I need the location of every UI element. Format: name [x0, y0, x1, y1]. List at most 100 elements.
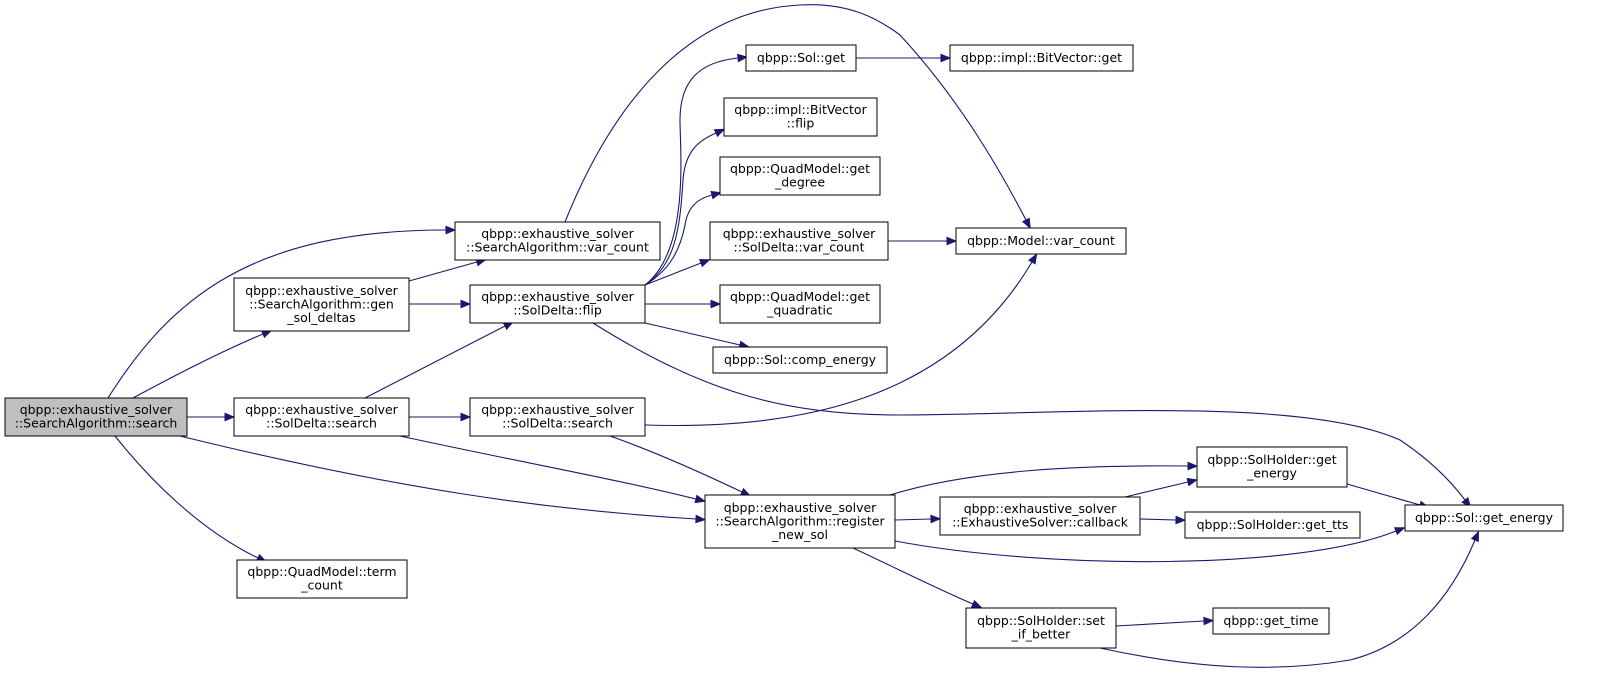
node-sa-var-count[interactable]: qbpp::exhaustive_solver::SearchAlgorithm…	[454, 221, 661, 261]
edge-line	[644, 261, 1033, 427]
node-set-if-better[interactable]: qbpp::SolHolder::set_if_better	[965, 607, 1117, 649]
edge-register_new_sol-to-callback	[894, 514, 942, 524]
node-box[interactable]	[469, 284, 646, 324]
node-label-line: _energy	[1246, 466, 1297, 481]
node-box[interactable]	[719, 156, 881, 196]
node-get-quadratic[interactable]: qbpp::QuadModel::get_quadratic	[719, 284, 881, 324]
node-label-line: qbpp::SolHolder::set	[977, 613, 1105, 628]
node-box[interactable]	[965, 607, 1117, 649]
edge-arrowhead	[1028, 253, 1038, 265]
node-label-line: _new_sol	[771, 527, 828, 542]
node-box[interactable]	[709, 221, 889, 261]
node-label-line: qbpp::Sol::get_energy	[1415, 510, 1554, 525]
edge-sa_var_count-to-model_var_count	[564, 4, 1031, 230]
edge-line	[1124, 481, 1189, 498]
edge-line	[644, 194, 713, 286]
node-callback[interactable]: qbpp::exhaustive_solver::ExhaustiveSolve…	[939, 496, 1141, 536]
node-box[interactable]	[719, 284, 881, 324]
node-soldelta-var-count[interactable]: qbpp::exhaustive_solver::SolDelta::var_c…	[709, 221, 889, 261]
node-box[interactable]	[1404, 504, 1564, 532]
node-comp-energy[interactable]: qbpp::Sol::comp_energy	[712, 346, 888, 374]
node-label-line: qbpp::exhaustive_solver	[964, 501, 1117, 516]
node-box[interactable]	[745, 44, 857, 72]
node-sol-get-energy[interactable]: qbpp::Sol::get_energy	[1404, 504, 1564, 532]
edge-line	[889, 465, 1189, 496]
edge-soldelta_flip-to-get_quadratic	[645, 299, 722, 309]
node-box[interactable]	[233, 277, 410, 332]
edge-arrowhead	[710, 190, 722, 200]
node-soldelta-flip[interactable]: qbpp::exhaustive_solver::SolDelta::flip	[469, 284, 646, 324]
edge-arrowhead	[1186, 477, 1199, 487]
node-label-line: ::flip	[787, 116, 815, 131]
node-label-line: _degree	[774, 175, 825, 190]
node-model-var-count[interactable]: qbpp::Model::var_count	[955, 227, 1127, 255]
edge-gen_sol_deltas-to-sa_var_count	[408, 257, 487, 282]
edge-soldelta_flip-to-soldelta_var_count	[644, 259, 711, 286]
node-label-line: qbpp::Sol::get	[757, 50, 845, 65]
node-box[interactable]	[723, 97, 878, 137]
node-soldelta-search-a[interactable]: qbpp::exhaustive_solver::SolDelta::searc…	[233, 397, 410, 437]
node-box[interactable]	[1212, 607, 1330, 635]
edge-arrowhead	[460, 299, 472, 309]
node-search-root[interactable]: qbpp::exhaustive_solver::SearchAlgorithm…	[4, 397, 188, 437]
node-bitvector-get[interactable]: qbpp::impl::BitVector::get	[949, 44, 1134, 72]
node-sol-get[interactable]: qbpp::Sol::get	[745, 44, 857, 72]
node-label-line: qbpp::SolHolder::get_tts	[1197, 517, 1349, 532]
edge-search_root-to-register_new_sol	[179, 435, 707, 524]
node-get-degree[interactable]: qbpp::QuadModel::get_degree	[719, 156, 881, 196]
edge-line	[592, 322, 1466, 501]
node-gen-sol-deltas[interactable]: qbpp::exhaustive_solver::SearchAlgorithm…	[233, 277, 410, 332]
node-label-line: qbpp::get_time	[1223, 613, 1318, 628]
edge-soldelta_search_b-to-model_var_count	[644, 253, 1038, 427]
nodes-layer: qbpp::exhaustive_solver::SearchAlgorithm…	[4, 44, 1564, 649]
node-label-line: qbpp::SolHolder::get	[1207, 452, 1336, 467]
edge-arrowhead	[460, 412, 472, 422]
node-box[interactable]	[1184, 511, 1361, 539]
node-soldelta-search-b[interactable]: qbpp::exhaustive_solver::SolDelta::searc…	[469, 397, 646, 437]
edge-set_if_better-to-sol_get_energy	[1099, 530, 1480, 668]
edges-layer	[107, 4, 1480, 668]
edge-line	[408, 261, 478, 282]
node-get-tts[interactable]: qbpp::SolHolder::get_tts	[1184, 511, 1361, 539]
node-get-time[interactable]: qbpp::get_time	[1212, 607, 1330, 635]
node-box[interactable]	[454, 221, 661, 261]
node-box[interactable]	[939, 496, 1141, 536]
edge-arrowhead	[1203, 616, 1215, 626]
node-label-line: qbpp::exhaustive_solver	[481, 226, 634, 241]
node-label-line: qbpp::exhaustive_solver	[20, 402, 173, 417]
edge-soldelta_search_a-to-soldelta_flip	[364, 321, 515, 399]
node-label-line: qbpp::impl::BitVector	[734, 102, 867, 117]
node-box[interactable]	[236, 559, 408, 599]
node-box[interactable]	[704, 494, 896, 549]
node-label-line: ::SearchAlgorithm::gen	[249, 296, 394, 311]
node-label-line: qbpp::exhaustive_solver	[481, 289, 634, 304]
node-box[interactable]	[1196, 446, 1348, 488]
node-label-line: qbpp::exhaustive_solver	[723, 226, 876, 241]
edge-arrowhead	[970, 599, 983, 609]
edge-line	[179, 435, 697, 520]
node-bitvector-flip[interactable]: qbpp::impl::BitVector::flip	[723, 97, 878, 137]
node-box[interactable]	[4, 397, 188, 437]
node-box[interactable]	[949, 44, 1134, 72]
node-label-line: ::SearchAlgorithm::search	[15, 416, 178, 431]
edge-line	[1099, 539, 1476, 668]
node-label-line: qbpp::Sol::comp_energy	[724, 352, 877, 367]
edge-arrowhead	[946, 236, 958, 246]
node-box[interactable]	[955, 227, 1127, 255]
edge-arrowhead	[694, 494, 706, 504]
node-term-count[interactable]: qbpp::QuadModel::term_count	[236, 559, 408, 599]
edge-arrowhead	[224, 412, 236, 422]
node-label-line: qbpp::QuadModel::get	[730, 161, 870, 176]
node-label-line: ::SearchAlgorithm::register	[715, 513, 885, 528]
node-holder-get-energy[interactable]: qbpp::SolHolder::get_energy	[1196, 446, 1348, 488]
edge-arrowhead	[698, 259, 711, 268]
node-box[interactable]	[712, 346, 888, 374]
node-register-new-sol[interactable]: qbpp::exhaustive_solver::SearchAlgorithm…	[704, 494, 896, 549]
edge-register_new_sol-to-set_if_better	[852, 547, 983, 609]
node-box[interactable]	[469, 397, 646, 437]
edge-soldelta_flip-to-sol_get	[644, 53, 749, 286]
edge-search_root-to-gen_sol_deltas	[132, 329, 273, 399]
node-label-line: ::SolDelta::var_count	[734, 240, 865, 255]
node-box[interactable]	[233, 397, 410, 437]
